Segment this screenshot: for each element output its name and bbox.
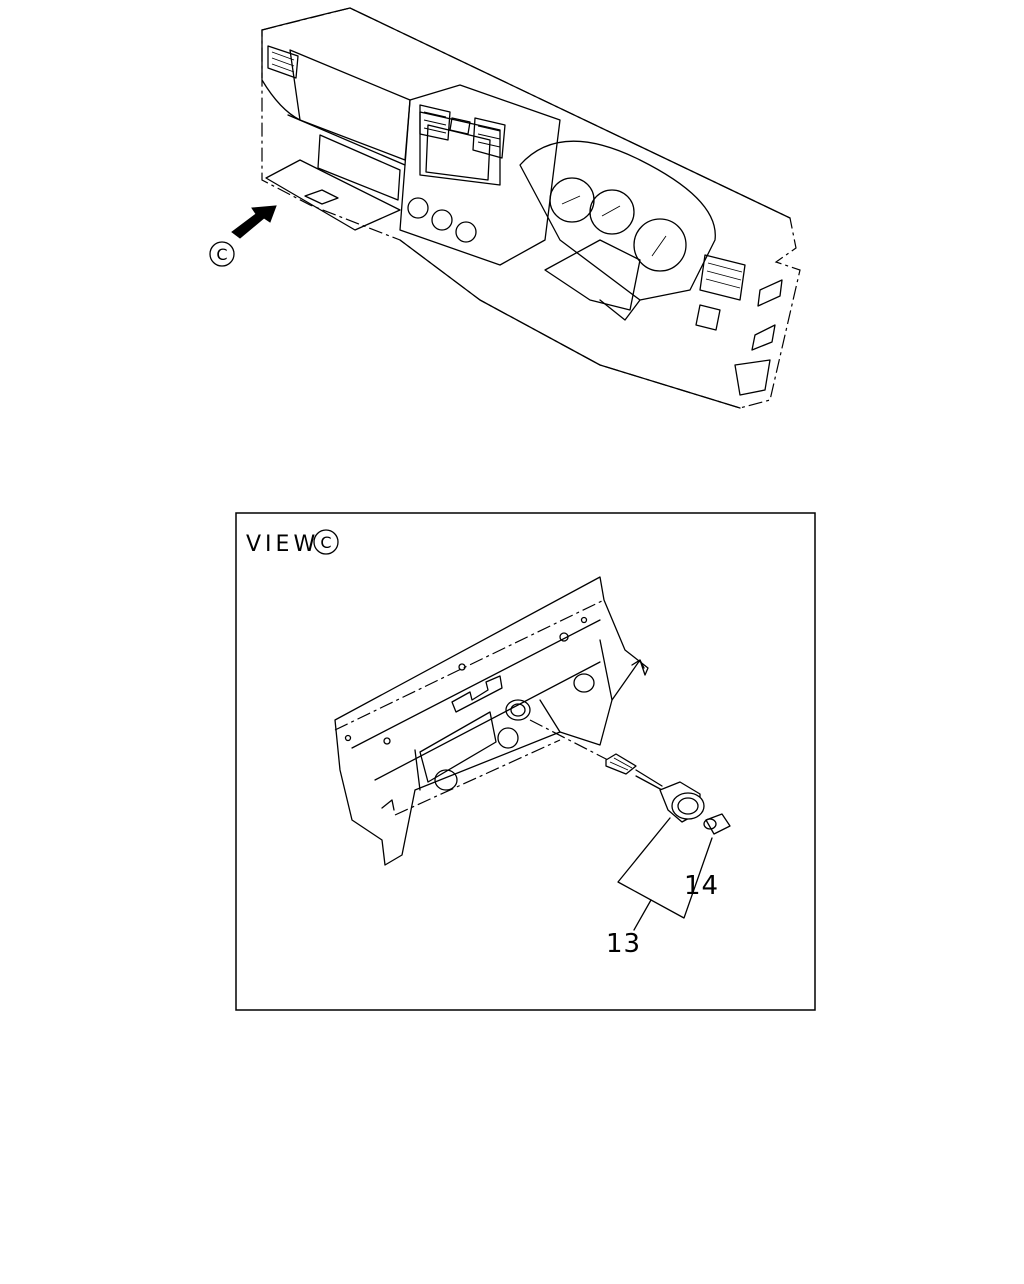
detail-view-label: VIEW <box>246 532 319 557</box>
upper-view-marker: C <box>209 241 235 267</box>
callout-14: 14 <box>684 871 719 901</box>
left-vent-icon <box>267 45 299 79</box>
switch-assembly <box>529 719 705 823</box>
bulb-part <box>703 813 731 835</box>
detail-title: VIEW C <box>246 529 339 557</box>
center-vent-icon <box>419 104 506 159</box>
callout-13: 13 <box>606 929 641 959</box>
mounting-bracket <box>334 576 649 866</box>
gauge-cluster <box>549 177 687 272</box>
dashboard-overview <box>261 7 801 409</box>
view-direction-arrow <box>231 205 277 239</box>
callout-leaders <box>617 817 713 931</box>
detail-view-marker: C <box>320 533 331 552</box>
right-vent-icon <box>699 254 746 301</box>
detail-frame <box>235 512 816 1011</box>
upper-view-marker-text: C <box>216 245 227 264</box>
